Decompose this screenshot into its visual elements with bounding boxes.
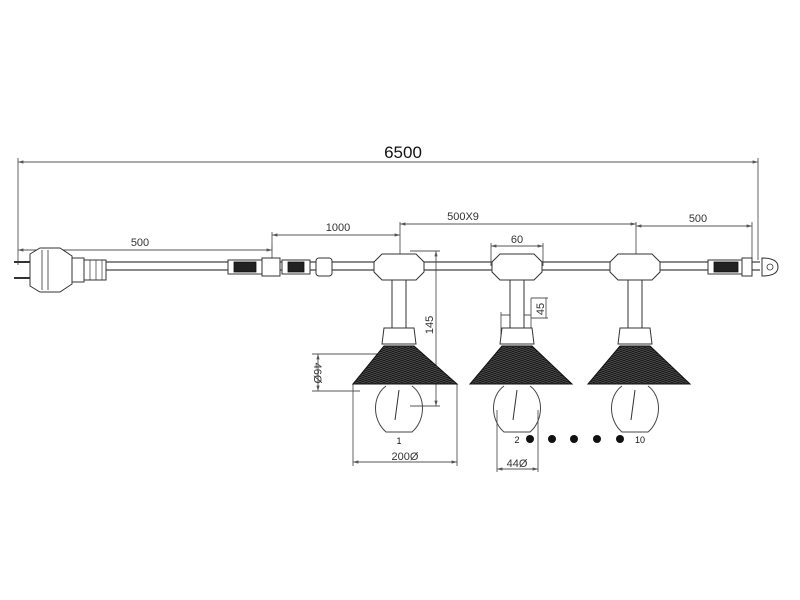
connector-to-first-dimension: 1000: [271, 222, 400, 250]
lamp-1: 1: [351, 253, 459, 446]
lamp-1-label: 1: [396, 436, 401, 446]
spacing-dimension: 500X9: [399, 211, 637, 258]
spacing-label: 500X9: [447, 211, 479, 223]
shade-height-label: 46Ø: [311, 363, 323, 384]
shade-height-dimension: 46Ø: [311, 353, 390, 392]
shade-diameter-label: 200Ø: [392, 451, 419, 463]
last-to-end-dimension: 500: [636, 213, 753, 258]
lamp-10: [586, 253, 692, 433]
tee-width-label: 60: [511, 234, 523, 246]
inline-connector: [227, 257, 333, 277]
connector-to-first-label: 1000: [326, 222, 350, 234]
bulb-diameter-label: 44Ø: [507, 458, 528, 470]
lamp-10-label: 10: [635, 435, 645, 445]
last-to-end-label: 500: [689, 213, 707, 225]
plug-to-connector-label: 500: [131, 237, 149, 249]
plug: [14, 247, 107, 293]
lamp-2-label: 2: [514, 435, 519, 445]
shade-diameter-dimension: 200Ø: [352, 384, 458, 466]
total-length-label: 6500: [384, 143, 422, 162]
total-length-dimension: 6500: [17, 143, 759, 265]
sequence-dots: 10: [526, 435, 645, 445]
bulb-diameter-dimension: 44Ø: [496, 410, 539, 472]
end-connector: [707, 257, 779, 277]
drop-height-label: 145: [424, 316, 436, 334]
lamp-2: 2: [468, 253, 574, 445]
socket-height-label: 45: [535, 303, 547, 315]
